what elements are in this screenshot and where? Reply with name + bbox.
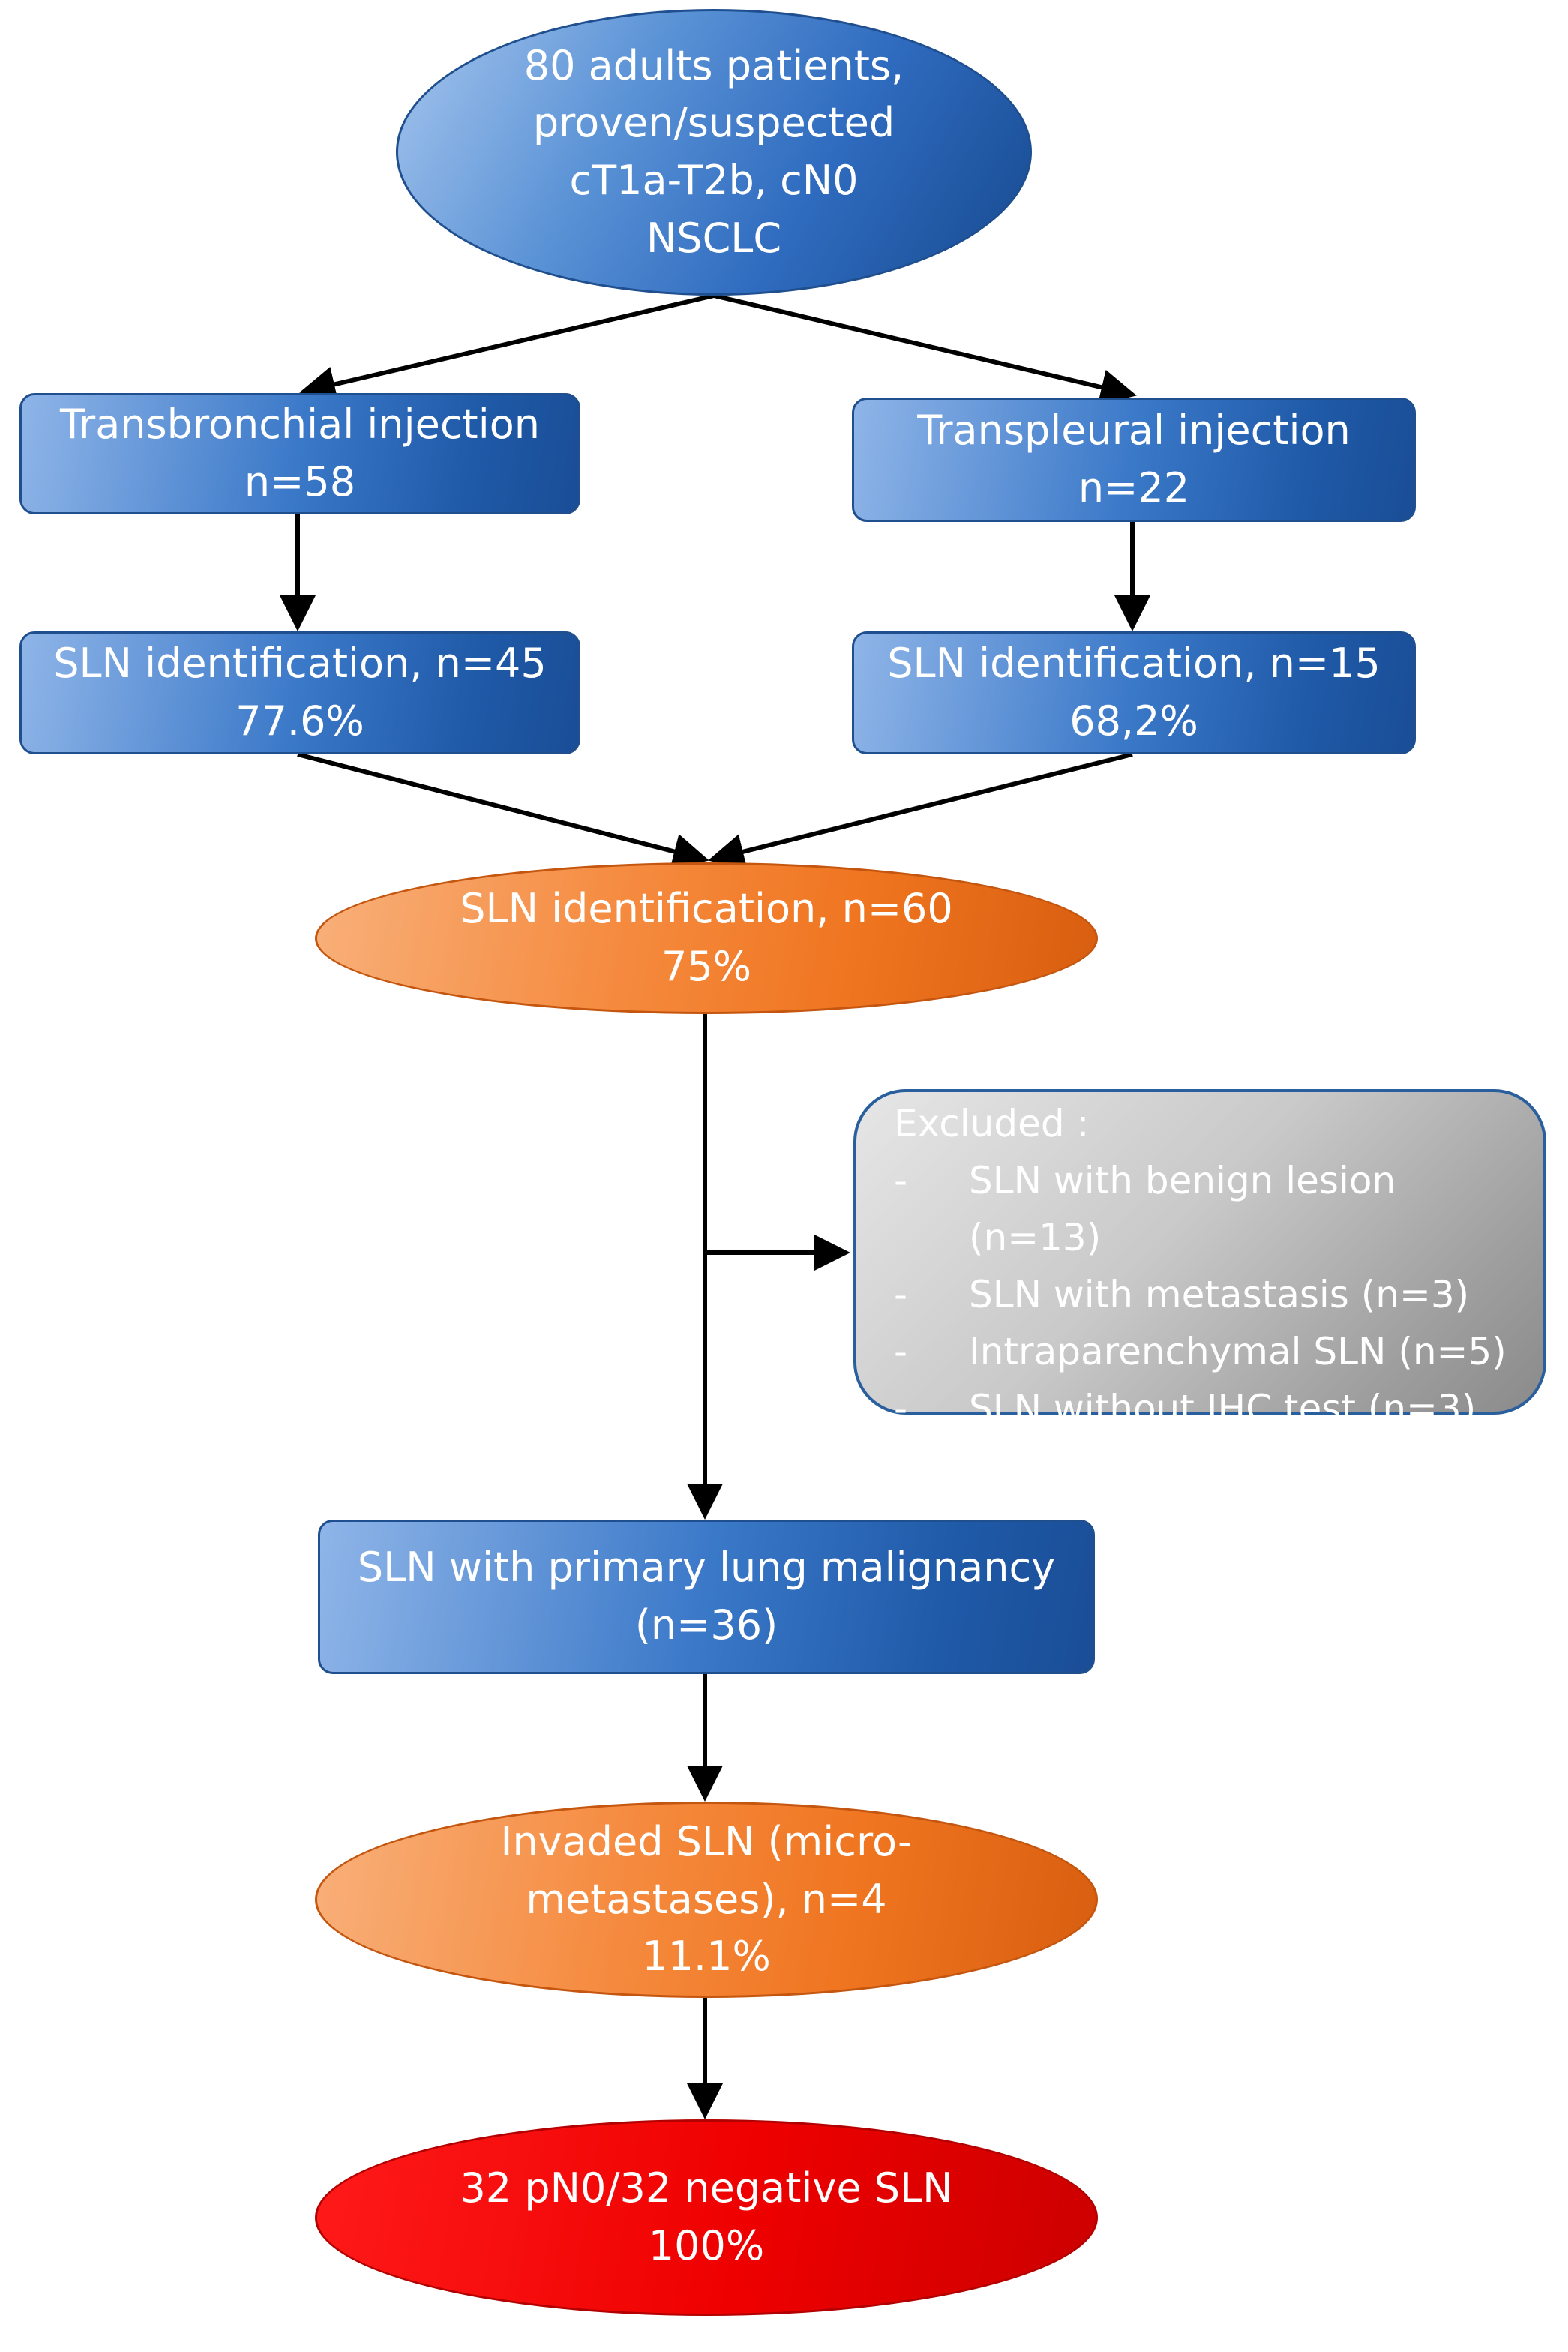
transbronchial-box: Transbronchial injection n=58 bbox=[19, 393, 580, 514]
start-population-oval: 80 adults patients, proven/suspected cT1… bbox=[396, 9, 1032, 296]
transpleural-count: n=22 bbox=[1078, 464, 1190, 512]
transbronchial-label: Transbronchial injection bbox=[59, 400, 540, 448]
negative-label: 32 pN0/32 negative SLN bbox=[460, 2164, 953, 2212]
sln-transbronchial-rate: 77.6% bbox=[235, 698, 364, 745]
excluded-bullet-1: - bbox=[894, 1159, 908, 1202]
sln-primary-box: SLN with primary lung malignancy (n=36) bbox=[318, 1520, 1095, 1674]
excluded-item-metastasis: SLN with metastasis (n=3) bbox=[969, 1273, 1470, 1316]
sln-transbronchial-box: SLN identification, n=45 77.6% bbox=[19, 632, 580, 754]
sln-transpleural-rate: 68,2% bbox=[1069, 698, 1198, 745]
excluded-item-benign-count: (n=13) bbox=[969, 1216, 1102, 1259]
invaded-rate: 11.1% bbox=[642, 1933, 771, 1981]
arrow-start-to-transbronchial bbox=[299, 293, 715, 402]
excluded-bullet-3: - bbox=[894, 1330, 908, 1373]
sln-transpleural-label: SLN identification, n=15 bbox=[887, 640, 1381, 688]
transpleural-box: Transpleural injection n=22 bbox=[852, 398, 1416, 522]
arrow-sln-tp-to-total bbox=[708, 752, 1133, 870]
start-line-1: 80 adults patients, bbox=[523, 41, 904, 89]
sln-total-label: SLN identification, n=60 bbox=[460, 885, 953, 933]
transpleural-label: Transpleural injection bbox=[917, 406, 1351, 454]
excluded-bullet-2: - bbox=[894, 1273, 908, 1316]
start-line-3: cT1a-T2b, cN0 bbox=[569, 157, 859, 204]
sln-total-rate: 75% bbox=[661, 943, 752, 990]
sln-transpleural-box: SLN identification, n=15 68,2% bbox=[852, 632, 1416, 754]
sln-primary-count: (n=36) bbox=[634, 1601, 778, 1648]
excluded-bullet-4: - bbox=[894, 1387, 908, 1430]
invaded-sln-oval: Invaded SLN (micro- metastases), n=4 11.… bbox=[315, 1802, 1098, 1998]
sln-transbronchial-label: SLN identification, n=45 bbox=[53, 640, 547, 688]
invaded-line-2: metastases), n=4 bbox=[526, 1875, 887, 1923]
negative-rate: 100% bbox=[648, 2222, 765, 2270]
excluded-item-no-ihc: SLN without IHC test (n=3) bbox=[969, 1387, 1477, 1430]
sln-primary-label: SLN with primary lung malignancy bbox=[357, 1544, 1056, 1592]
arrow-sln-tb-to-total bbox=[297, 752, 709, 869]
excluded-item-benign: SLN with benign lesion bbox=[969, 1159, 1396, 1202]
start-line-4: NSCLC bbox=[646, 214, 782, 262]
negative-sln-oval: 32 pN0/32 negative SLN 100% bbox=[315, 2120, 1098, 2316]
start-line-2: proven/suspected bbox=[532, 99, 895, 147]
sln-total-oval: SLN identification, n=60 75% bbox=[315, 862, 1098, 1014]
transbronchial-count: n=58 bbox=[244, 458, 356, 506]
invaded-line-1: Invaded SLN (micro- bbox=[500, 1817, 913, 1865]
excluded-item-intraparenchymal: Intraparenchymal SLN (n=5) bbox=[969, 1330, 1507, 1373]
arrow-start-to-transpleural bbox=[713, 293, 1137, 405]
excluded-heading: Excluded : bbox=[894, 1102, 1090, 1145]
excluded-box: Excluded : - SLN with benign lesion (n=1… bbox=[853, 1089, 1546, 1430]
